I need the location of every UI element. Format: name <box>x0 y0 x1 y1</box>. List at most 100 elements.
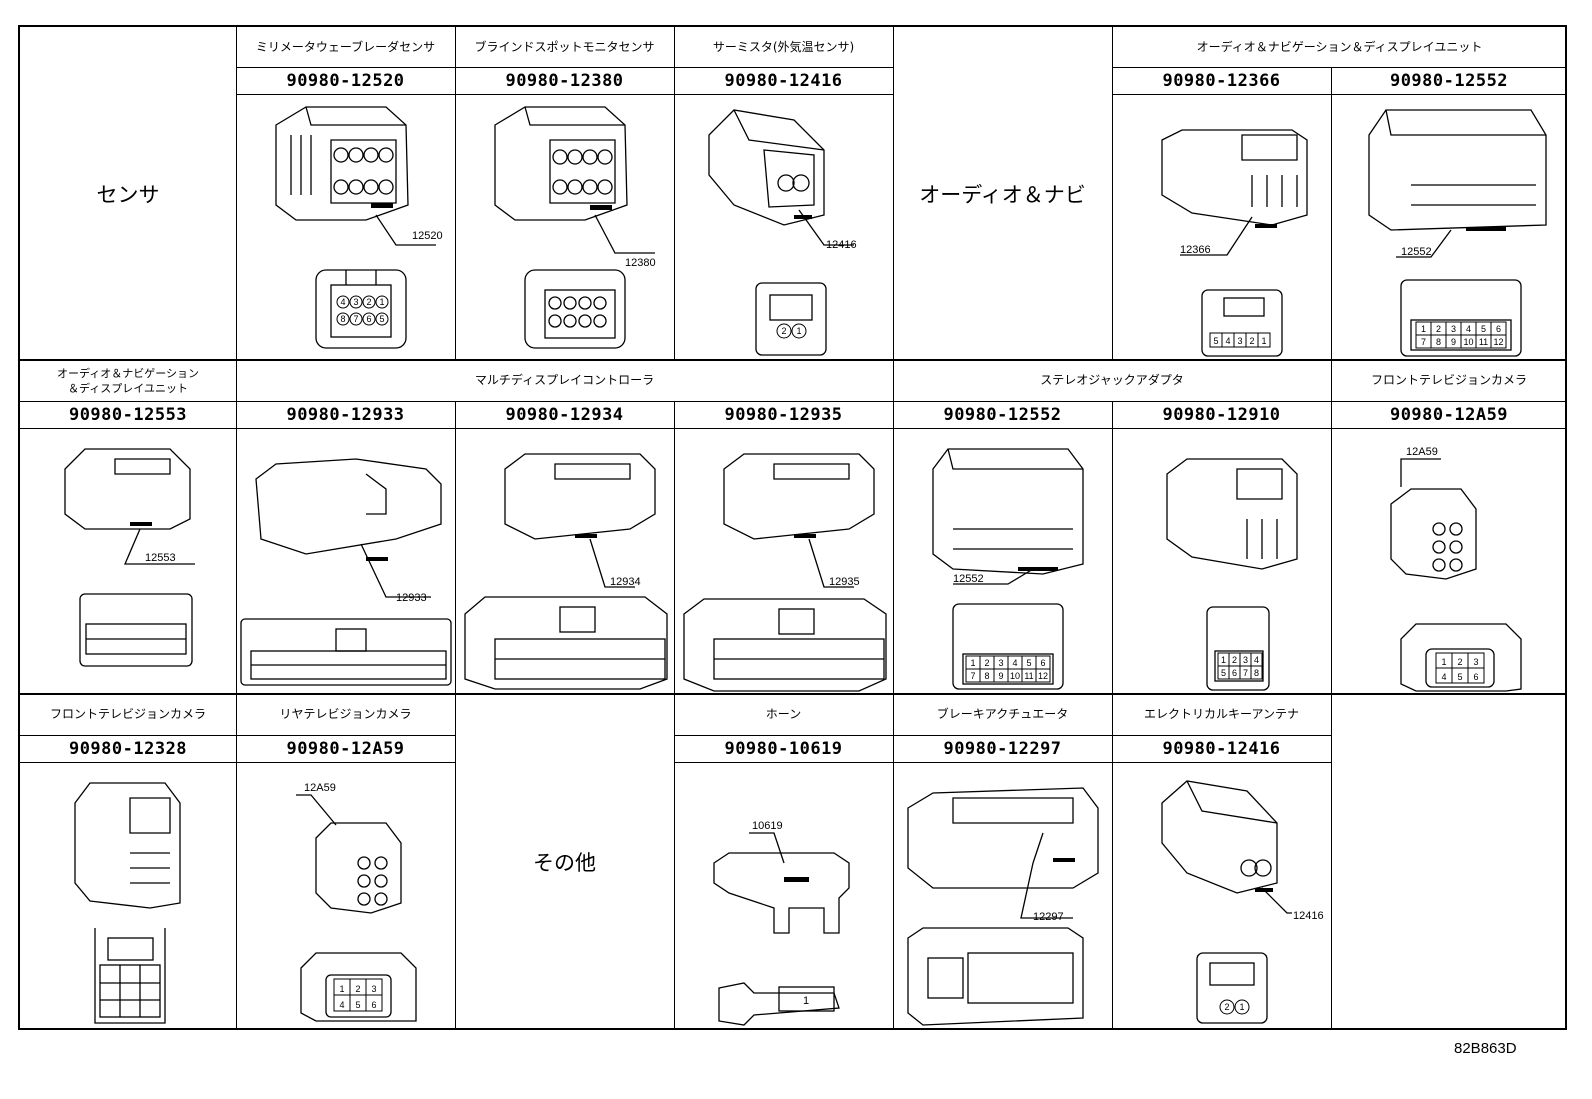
divider <box>674 762 1331 763</box>
svg-text:1: 1 <box>1261 336 1266 346</box>
pin-number: 3 <box>998 658 1003 668</box>
connector-chart: センサ ミリメータウェーブレーダセンサ 90980-12520 ブラインドスポッ… <box>18 25 1567 1030</box>
connector-code: 12935 <box>829 576 860 588</box>
connector-code: 12552 <box>1401 246 1432 258</box>
connector-title: ブラインドスポットモニタセンサ <box>474 39 655 54</box>
pin-number: 8 <box>1436 337 1441 347</box>
connector-drawing-12416-b: 12416 2 1 <box>1161 780 1324 1024</box>
pin-number: 11 <box>1024 671 1033 681</box>
connector-title: エレクトリカルキーアンテナ <box>1143 707 1300 721</box>
svg-text:5: 5 <box>1213 336 1218 346</box>
pin-number: 5 <box>1457 672 1462 682</box>
divider <box>1112 67 1567 68</box>
connector-title: マルチディスプレイコントローラ <box>474 373 655 387</box>
divider <box>674 27 675 360</box>
connector-drawing-12935: 12935 <box>683 453 887 692</box>
part-number: 90980-12552 <box>1389 70 1509 91</box>
part-number: 90980-12553 <box>68 404 188 425</box>
part-number: 90980-12328 <box>68 738 188 759</box>
connector-drawing-12A59: 12A59 1 2 3 4 5 6 <box>1390 446 1522 692</box>
pin-number: 11 <box>1479 337 1488 347</box>
connector-title: フロントテレビジョンカメラ <box>49 707 206 721</box>
connector-code: 12416 <box>1293 910 1324 922</box>
svg-text:7: 7 <box>353 314 358 324</box>
connector-code: 12416 <box>826 239 857 251</box>
pin-number: 9 <box>998 671 1003 681</box>
connector-drawing-12416: 12416 2 1 <box>708 109 857 356</box>
category-other: その他 <box>533 851 596 875</box>
connector-code: 12934 <box>610 576 641 588</box>
divider <box>236 94 893 95</box>
pin-number: 3 <box>1451 324 1456 334</box>
svg-text:2: 2 <box>1224 1002 1229 1012</box>
connector-title: ホーン <box>765 707 802 721</box>
connector-title: ブレーキアクチュエータ <box>936 707 1069 721</box>
pin-number: 12 <box>1038 671 1048 681</box>
pin-number: 2 <box>1457 657 1462 667</box>
pin-number: 1 <box>803 995 809 1007</box>
connector-title: リヤテレビジョンカメラ <box>279 707 412 721</box>
pin-number: 5 <box>1221 668 1226 678</box>
pin-cell <box>1490 334 1507 349</box>
pin-cell <box>1035 668 1051 683</box>
pin-number: 7 <box>1243 668 1248 678</box>
connector-code: 12520 <box>412 230 443 242</box>
pin-number: 10 <box>1010 671 1020 681</box>
pin-number: 2 <box>1436 324 1441 334</box>
connector-title: サーミスタ(外気温センサ) <box>712 39 855 54</box>
pin-number: 8 <box>984 671 989 681</box>
svg-text:3: 3 <box>1237 336 1242 346</box>
svg-text:5: 5 <box>379 314 384 324</box>
pin-number: 1 <box>339 984 344 994</box>
connector-drawing-12366: 12366 5 4 3 2 1 <box>1161 129 1308 357</box>
connector-code: 12A59 <box>1406 446 1438 458</box>
divider <box>1331 67 1332 360</box>
pin-number: 3 <box>1243 655 1248 665</box>
pin-number: 3 <box>1473 657 1478 667</box>
divider <box>455 27 456 360</box>
pin-number: 12 <box>1493 337 1503 347</box>
connector-code: 10619 <box>752 820 783 832</box>
divider <box>1112 401 1113 694</box>
pin-number: 4 <box>339 1000 344 1010</box>
connector-title: ステレオジャックアダプタ <box>1040 373 1184 387</box>
pin-number: 5 <box>1481 324 1486 334</box>
pin-number: 1 <box>1421 324 1426 334</box>
pin-number: 1 <box>1441 657 1446 667</box>
part-number: 90980-12520 <box>286 70 405 91</box>
divider <box>236 67 893 68</box>
connector-drawing-10619: 10619 1 <box>713 820 850 1026</box>
pin-number: 4 <box>1441 672 1446 682</box>
category-audio-navi: オーディオ＆ナビ <box>919 182 1086 207</box>
part-number: 90980-12934 <box>505 404 624 425</box>
divider <box>20 762 455 763</box>
pin-number: 1 <box>970 658 975 668</box>
part-number: 90980-12A59 <box>1389 404 1509 425</box>
divider <box>20 401 1567 402</box>
svg-text:4: 4 <box>340 297 345 307</box>
svg-text:3: 3 <box>353 297 358 307</box>
pin-number: 4 <box>1012 658 1017 668</box>
connector-code: 12366 <box>1180 244 1211 256</box>
pin-number: 5 <box>355 1000 360 1010</box>
svg-text:2: 2 <box>1249 336 1254 346</box>
connector-drawing-12933: 12933 <box>240 458 452 686</box>
pin-number: 3 <box>371 984 376 994</box>
pin-number: 6 <box>1473 672 1478 682</box>
pin-number: 7 <box>970 671 975 681</box>
svg-text:2: 2 <box>366 297 371 307</box>
pin-number: 2 <box>355 984 360 994</box>
pin-cell <box>1250 665 1263 680</box>
pin-number: 10 <box>1463 337 1473 347</box>
divider <box>455 401 456 694</box>
divider <box>893 27 894 1030</box>
part-number: 90980-12933 <box>286 404 405 425</box>
figure-id: 82B863D <box>1454 1040 1517 1057</box>
divider <box>20 693 1567 695</box>
connector-title: オーディオ＆ナビゲーション＆ディスプレイユニット <box>1196 39 1483 54</box>
divider <box>674 735 1331 736</box>
part-number: 90980-12297 <box>943 738 1062 759</box>
pin-number: 6 <box>371 1000 376 1010</box>
